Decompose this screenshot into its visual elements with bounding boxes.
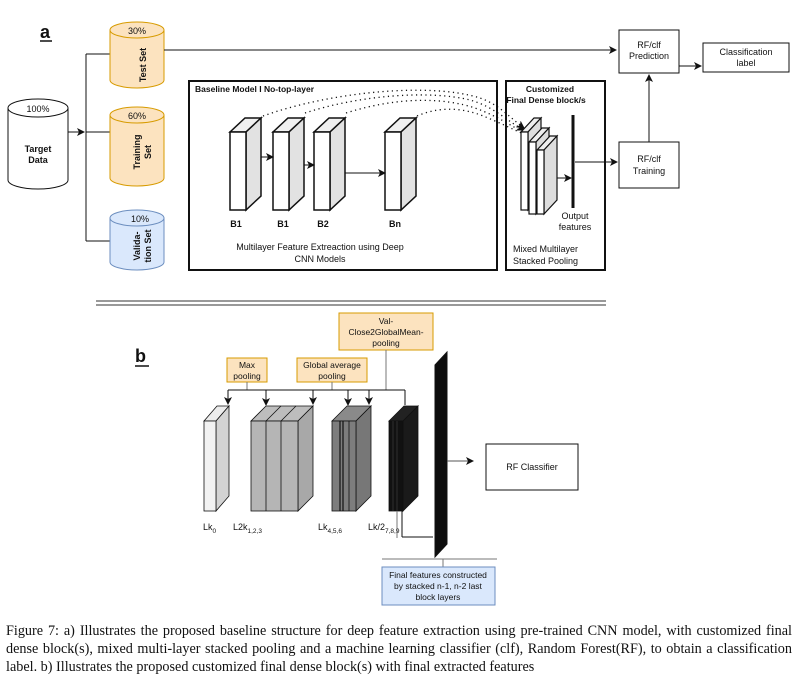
max-pooling-line1: Max <box>239 360 256 370</box>
validation-set-percent: 10% <box>131 214 149 224</box>
cnn-block-b1b <box>271 116 306 212</box>
training-set-line2: Set <box>143 145 153 159</box>
gap-line1: Global average <box>303 360 361 370</box>
val-pooling-line1: Val- <box>379 316 394 326</box>
pooling-connector-lines <box>224 350 406 406</box>
baseline-caption-line1: Multilayer Feature Extreaction using Dee… <box>236 242 404 252</box>
block-label-2: B1 <box>277 219 289 229</box>
test-set-label: Test Set <box>138 48 148 82</box>
lk2-to-final-connector <box>396 511 433 538</box>
layer-label-l2k: L2k1,2,3 <box>233 522 262 535</box>
cnn-block-bn <box>383 116 418 212</box>
layer-lk2-789 <box>388 405 419 512</box>
training-set-cylinder: 60% Training Set <box>109 106 165 187</box>
training-set-line1: Training <box>132 134 142 169</box>
output-features-line1: Output <box>561 211 589 221</box>
max-pooling-box: Max pooling <box>226 357 268 383</box>
classification-label-box <box>702 42 790 73</box>
final-feature-vector-bar <box>434 350 448 559</box>
test-set-cylinder: 30% Test Set <box>109 21 165 89</box>
customized-title-line2: Final Dense block/s <box>506 95 586 105</box>
cnn-block-b1a <box>228 116 263 212</box>
classification-line1: Classification <box>719 47 772 57</box>
global-average-pooling-box: Global average pooling <box>296 357 368 383</box>
rf-prediction-line2: Prediction <box>629 51 669 61</box>
target-data-line2: Data <box>28 155 49 165</box>
test-set-percent: 30% <box>128 26 146 36</box>
validation-set-line1: Valida- <box>132 231 142 260</box>
validation-set-cylinder: 10% Valida- tion Set <box>109 209 165 271</box>
customized-title-line1: Customized <box>526 84 574 94</box>
val-pooling-line3: pooling <box>372 338 400 348</box>
rf-training-line1: RF/clf <box>637 154 661 164</box>
baseline-model-title: Baseline Model I No-top-layer <box>195 84 315 94</box>
layer-label-lk456: Lk4,5,6 <box>318 522 342 535</box>
rf-training-line2: Training <box>633 166 665 176</box>
rf-prediction-line1: RF/clf <box>637 40 661 50</box>
max-pooling-line2: pooling <box>233 371 261 381</box>
target-data-cylinder: 100% Target Data <box>7 98 69 190</box>
validation-set-line2: tion Set <box>143 229 153 262</box>
panel-b-label: b <box>135 346 146 366</box>
custom-caption-line1: Mixed Multilayer <box>513 244 578 254</box>
layer-label-lk0: Lk0 <box>203 522 217 535</box>
figure-caption: Figure 7: a) Illustrates the proposed ba… <box>6 623 792 675</box>
rf-prediction-box <box>618 29 680 74</box>
rf-classifier-label: RF Classifier <box>506 462 558 472</box>
val-pooling-line2: Close2GlobalMean- <box>348 327 423 337</box>
layer-lk0 <box>203 404 230 513</box>
gap-line2: pooling <box>318 371 346 381</box>
panel-a-label: a <box>40 22 51 42</box>
custom-caption-line2: Stacked Pooling <box>513 256 578 266</box>
block-label-4: Bn <box>389 219 401 229</box>
feature-transfer-dotted-lines <box>262 89 525 135</box>
final-features-line2: by stacked n-1, n-2 last <box>394 581 483 591</box>
stacked-pooling-layers <box>519 116 559 216</box>
rf-classifier-box <box>485 443 579 491</box>
training-set-percent: 60% <box>128 111 146 121</box>
layer-label-lk2-789: Lk/27,8,9 <box>368 522 400 535</box>
val-close2globalmean-pooling-box: Val- Close2GlobalMean- pooling <box>338 312 434 351</box>
block-label-3: B2 <box>317 219 329 229</box>
output-features-line2: features <box>559 222 592 232</box>
target-data-line1: Target <box>25 144 52 154</box>
final-features-line1: Final features constructed <box>389 570 487 580</box>
cnn-block-b2 <box>312 116 347 212</box>
rf-training-box <box>618 141 680 189</box>
target-data-percent: 100% <box>26 104 49 114</box>
classification-line2: label <box>736 58 755 68</box>
final-features-note-box <box>381 566 496 606</box>
layer-lk-456 <box>331 405 372 512</box>
layer-l2k-123 <box>250 405 314 512</box>
block-label-1: B1 <box>230 219 242 229</box>
final-features-line3: block layers <box>416 592 461 602</box>
baseline-model-box <box>188 80 498 271</box>
customized-final-block-box <box>505 80 606 271</box>
baseline-caption-line2: CNN Models <box>294 254 346 264</box>
